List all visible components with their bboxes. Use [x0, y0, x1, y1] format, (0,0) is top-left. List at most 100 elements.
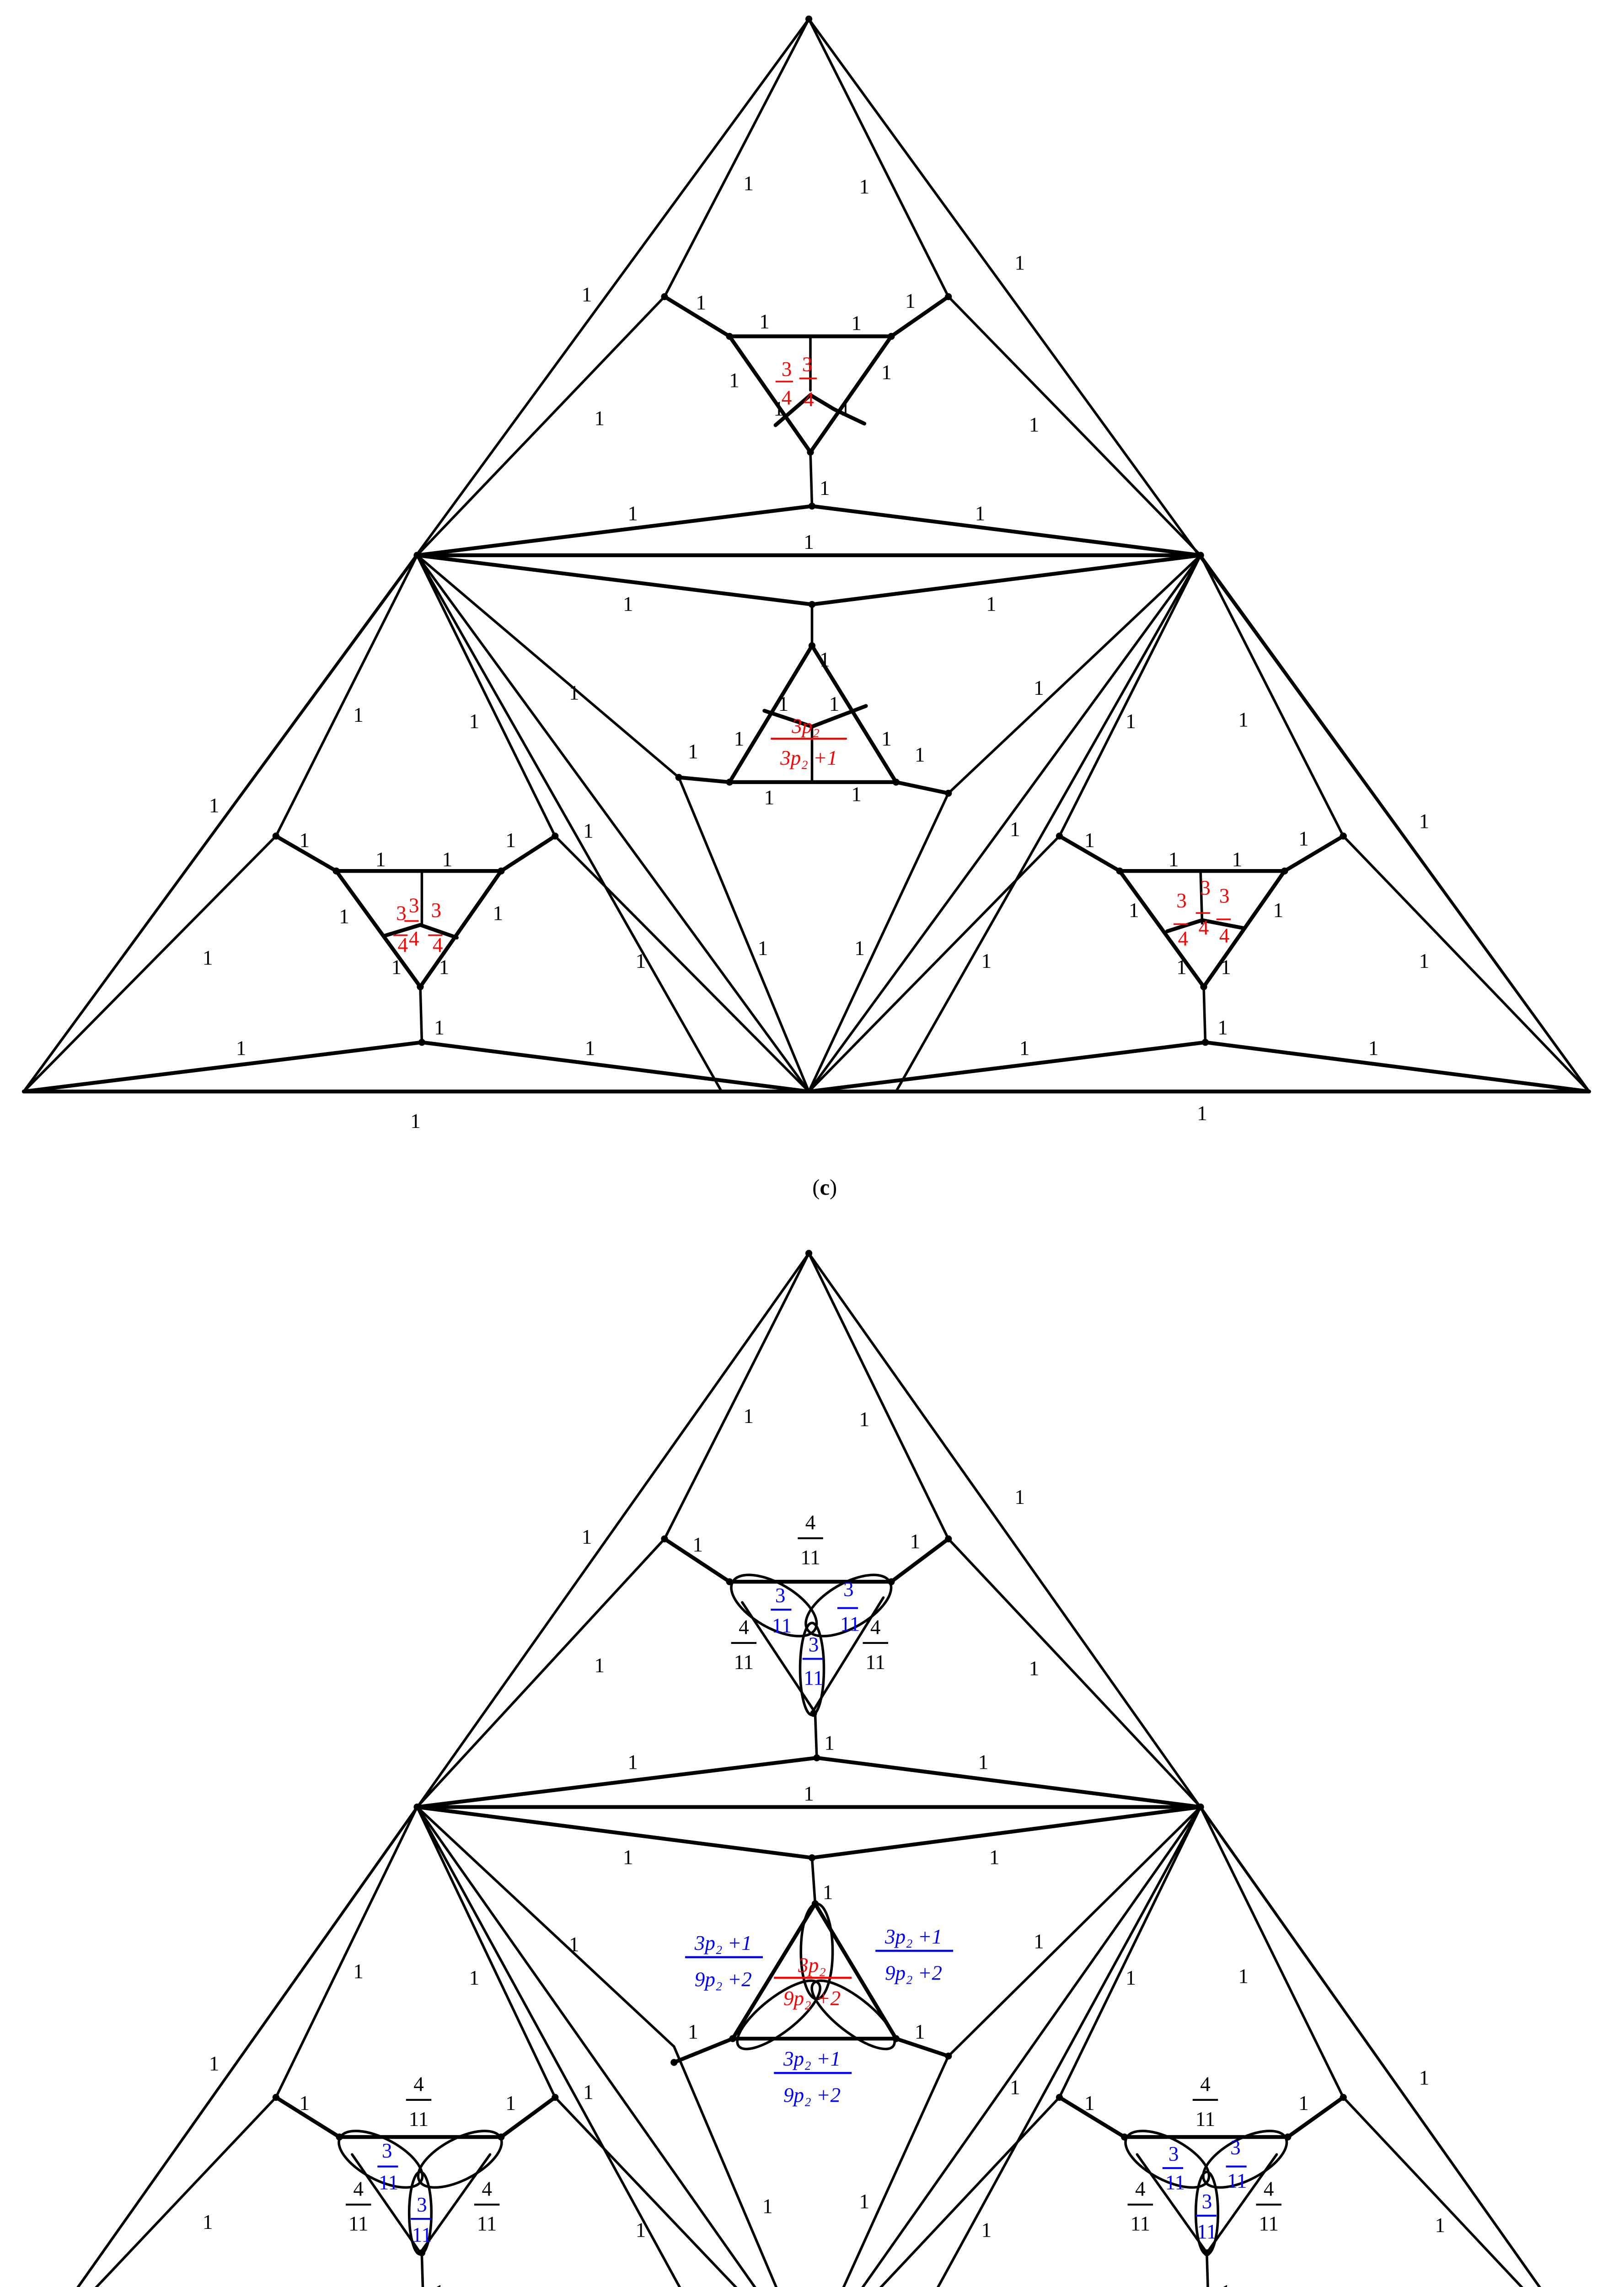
svg-text:4: 4: [398, 934, 408, 956]
svg-text:1: 1: [1419, 950, 1430, 972]
svg-text:3: 3: [417, 2193, 427, 2216]
edge-weight-labels: 1 1 1 1 1 1 1 1 1 1 1 1 1 1 1 1 1 1 1 1 …: [203, 1405, 1445, 2287]
svg-text:1: 1: [975, 502, 986, 525]
svg-text:1: 1: [734, 727, 745, 750]
svg-text:11: 11: [840, 1613, 860, 1636]
svg-text:11: 11: [800, 1546, 820, 1569]
svg-text:1: 1: [353, 1960, 364, 1983]
svg-text:1: 1: [1368, 1037, 1379, 1060]
svg-text:4: 4: [739, 1616, 749, 1639]
svg-text:3p₂ +1: 3p₂ +1: [783, 2047, 841, 2070]
svg-text:1: 1: [1029, 1657, 1040, 1680]
svg-text:1: 1: [910, 1530, 921, 1553]
svg-text:1: 1: [820, 648, 830, 671]
svg-text:1: 1: [824, 1732, 835, 1755]
svg-text:4: 4: [1199, 916, 1209, 939]
svg-text:4: 4: [805, 1511, 816, 1534]
svg-text:3: 3: [802, 353, 813, 376]
svg-text:1: 1: [1273, 899, 1284, 922]
svg-text:1: 1: [1029, 413, 1040, 436]
svg-text:1: 1: [1221, 2281, 1231, 2287]
svg-text:1: 1: [623, 1846, 633, 1868]
svg-text:1: 1: [505, 2092, 516, 2115]
svg-text:1: 1: [1126, 710, 1136, 733]
right-subtriangle: [1056, 832, 1347, 1046]
svg-text:1: 1: [758, 937, 768, 960]
svg-text:4: 4: [353, 2177, 364, 2200]
svg-text:1: 1: [762, 2195, 773, 2218]
svg-text:1: 1: [493, 902, 504, 925]
svg-text:11: 11: [1259, 2212, 1279, 2235]
svg-text:3p₂: 3p₂: [798, 1954, 826, 1976]
svg-text:1: 1: [1238, 709, 1249, 731]
svg-text:1: 1: [1015, 1486, 1025, 1509]
svg-text:3: 3: [1168, 2142, 1179, 2165]
svg-text:1: 1: [804, 531, 814, 553]
outer-edges: [21, 17, 1591, 1094]
svg-text:1: 1: [203, 2211, 213, 2233]
svg-text:1: 1: [829, 693, 840, 715]
svg-text:3: 3: [843, 1578, 854, 1600]
svg-text:4: 4: [413, 2072, 424, 2095]
svg-text:1: 1: [1019, 1037, 1030, 1060]
svg-text:1: 1: [1034, 1930, 1044, 1953]
svg-text:11: 11: [348, 2212, 368, 2235]
svg-text:11: 11: [734, 1651, 754, 1674]
svg-text:1: 1: [989, 1846, 1000, 1868]
svg-text:1: 1: [434, 1016, 445, 1039]
svg-text:1: 1: [1084, 2092, 1095, 2115]
svg-text:1: 1: [773, 397, 784, 420]
blue-loop-fraction-labels: 3 11 3 11 3 11 3 11 3 11 3 11 3 11 3 11: [377, 1578, 1247, 2246]
svg-text:1: 1: [636, 2219, 646, 2242]
panel-d-diagram: 1 1 1 1 1 1 1 1 1 1 1 1 1 1 1 1 1 1 1 1 …: [76, 1250, 1541, 2287]
svg-text:3: 3: [409, 894, 419, 917]
svg-text:1: 1: [339, 905, 349, 928]
panel-c-diagram: 1 1 1 1 1 1 1 1 1 1 1 1 1 1 1 1 1 1 1 1 …: [21, 15, 1591, 1200]
svg-text:1: 1: [582, 1525, 592, 1548]
top-subtriangle: [661, 293, 952, 510]
top-subtriangle-loops: [661, 1535, 952, 1761]
right-subtriangle-loops: [1056, 2094, 1347, 2256]
center-fraction-labels: 3p₂ +1 9p₂ +2 3p₂ +1 9p₂ +2 3p₂ +1 9p₂ +…: [685, 1925, 954, 2107]
svg-text:1: 1: [851, 311, 862, 334]
svg-text:1: 1: [1084, 829, 1095, 852]
svg-text:4: 4: [1219, 924, 1230, 947]
svg-text:11: 11: [477, 2212, 497, 2235]
svg-text:1: 1: [353, 703, 364, 726]
left-subtriangle: [272, 832, 559, 1046]
svg-text:1: 1: [1015, 252, 1025, 274]
svg-text:11: 11: [1165, 2171, 1185, 2194]
svg-text:4: 4: [870, 1616, 881, 1639]
svg-text:1: 1: [854, 937, 865, 960]
svg-text:1: 1: [300, 829, 310, 852]
svg-text:11: 11: [412, 2223, 432, 2246]
svg-text:3: 3: [775, 1584, 786, 1607]
svg-text:4: 4: [782, 386, 792, 409]
svg-text:11: 11: [409, 2108, 429, 2131]
svg-text:11: 11: [772, 1614, 792, 1637]
svg-text:1: 1: [978, 1750, 989, 1773]
svg-text:1: 1: [804, 1782, 814, 1805]
svg-text:4: 4: [482, 2177, 492, 2200]
svg-text:4: 4: [1264, 2177, 1274, 2200]
svg-text:1: 1: [1419, 810, 1430, 833]
center-subtriangle-loops: [670, 1854, 952, 2066]
svg-text:1: 1: [209, 794, 220, 817]
svg-text:1: 1: [859, 175, 870, 198]
svg-text:1: 1: [1010, 818, 1020, 841]
svg-text:3: 3: [1200, 876, 1211, 899]
svg-text:1: 1: [209, 2052, 220, 2075]
svg-text:1: 1: [1197, 1102, 1207, 1125]
svg-text:3: 3: [1176, 889, 1187, 912]
svg-text:1: 1: [391, 956, 402, 979]
vertex-dots: [272, 15, 1347, 840]
svg-text:1: 1: [1129, 899, 1139, 922]
svg-text:1: 1: [583, 2081, 594, 2104]
svg-text:1: 1: [1298, 2092, 1309, 2115]
svg-text:11: 11: [1227, 2169, 1247, 2192]
svg-text:3: 3: [782, 358, 792, 381]
svg-text:1: 1: [569, 682, 579, 704]
svg-text:1: 1: [688, 2020, 698, 2043]
svg-text:4: 4: [1178, 927, 1189, 950]
svg-text:1: 1: [778, 693, 789, 715]
